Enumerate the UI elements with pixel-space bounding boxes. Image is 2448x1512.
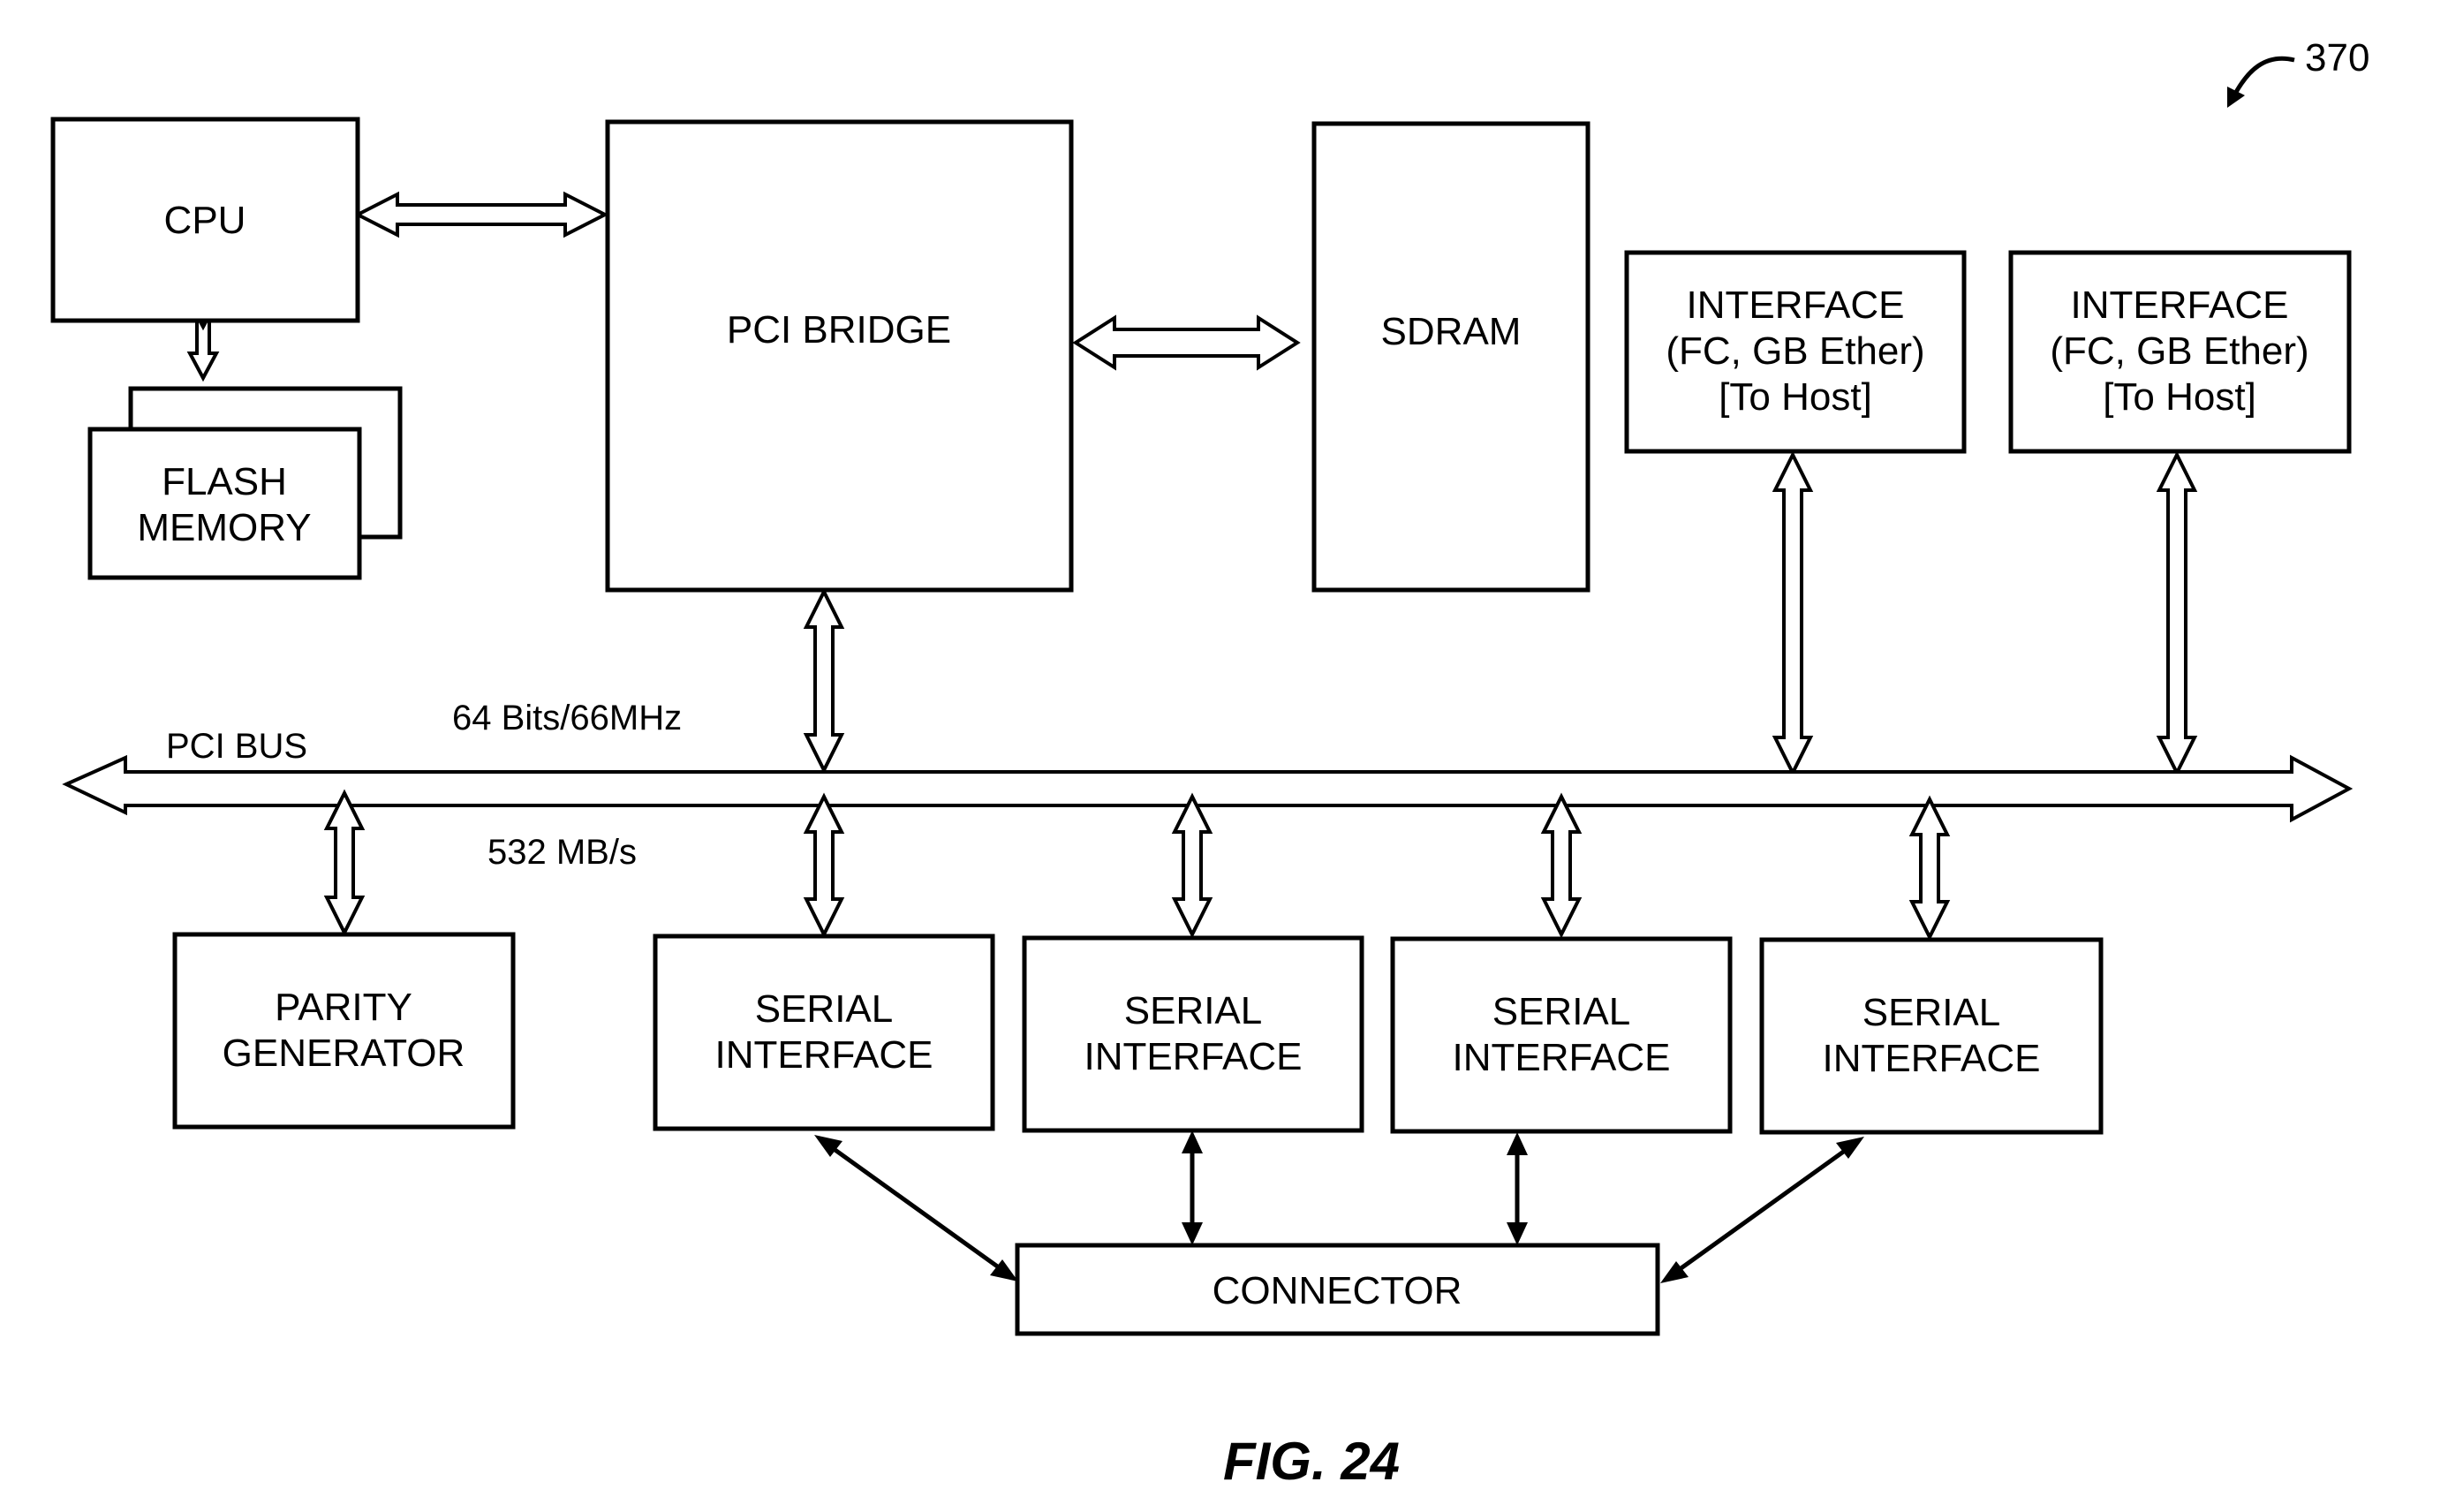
arrow-pci-bridge-sdram	[1072, 314, 1301, 371]
interface-block-1: INTERFACE (FC, GB Ether) [To Host]	[1624, 250, 1967, 454]
serial-interface-block-2: SERIAL INTERFACE	[1022, 935, 1364, 1133]
serial-interface-block-4: SERIAL INTERFACE	[1759, 937, 2104, 1135]
flash-memory-label-line-1: FLASH	[162, 460, 287, 503]
arrow-bus-serial-interface-1	[803, 792, 845, 939]
interface-2-label-line-2: (FC, GB Ether)	[2050, 329, 2308, 373]
cpu-label: CPU	[164, 199, 246, 242]
interface-block-2: INTERFACE (FC, GB Ether) [To Host]	[2008, 250, 2352, 454]
pci-bridge-block: PCI BRIDGE	[605, 119, 1074, 593]
serial-interface-3-label-line-1: SERIAL	[1492, 990, 1631, 1033]
connector-block: CONNECTOR	[1015, 1243, 1660, 1336]
interface-2-label-line-1: INTERFACE	[2071, 284, 2289, 327]
pci-bus-label: PCI BUS	[166, 727, 307, 766]
serial-interface-block-3: SERIAL INTERFACE	[1390, 936, 1733, 1134]
serial-interface-2-label-line-1: SERIAL	[1124, 989, 1263, 1032]
serial-interface-block-1: SERIAL INTERFACE	[653, 934, 995, 1131]
arrow-bus-parity-generator	[323, 789, 366, 937]
sdram-block: SDRAM	[1311, 121, 1590, 593]
arrow-bus-serial-interface-3	[1540, 792, 1583, 939]
arrow-serial-interface-1-connector	[814, 1135, 1018, 1281]
arrow-interface-1-bus	[1772, 450, 1814, 777]
arrow-serial-interface-3-connector	[1507, 1132, 1528, 1245]
reference-number: 370	[2305, 36, 2369, 79]
parity-generator-block: PARITY GENERATOR	[172, 932, 516, 1130]
bus-rate-label: 532 MB/s	[487, 833, 637, 872]
bus-width-label: 64 Bits/66MHz	[452, 699, 682, 737]
reference-leader-arrowhead	[2227, 87, 2245, 108]
arrow-serial-interface-4-connector	[1660, 1137, 1864, 1283]
pci-bus-arrow[interactable]	[62, 754, 2354, 823]
serial-interface-2-label-line-2: INTERFACE	[1084, 1035, 1303, 1078]
sdram-label: SDRAM	[1381, 310, 1522, 353]
pci-bridge-label: PCI BRIDGE	[727, 308, 951, 352]
parity-generator-label-line-1: PARITY	[275, 986, 412, 1029]
interface-2-label-line-3: [To Host]	[2103, 375, 2256, 419]
flash-memory-label-line-2: MEMORY	[137, 506, 311, 549]
figure-caption: FIG. 24	[1223, 1432, 1400, 1491]
serial-interface-4-label-line-2: INTERFACE	[1823, 1037, 2041, 1080]
flash-memory-block: FLASH MEMORY	[87, 427, 362, 580]
interface-1-label-line-1: INTERFACE	[1687, 284, 1905, 327]
arrow-interface-2-bus	[2156, 450, 2198, 777]
arrow-bus-serial-interface-4	[1908, 795, 1951, 941]
arrow-bus-serial-interface-2	[1171, 792, 1213, 939]
serial-interface-4-label-line-1: SERIAL	[1862, 991, 2001, 1034]
serial-interface-1-label-line-2: INTERFACE	[715, 1033, 933, 1077]
parity-generator-label-line-2: GENERATOR	[223, 1032, 465, 1075]
interface-1-label-line-2: (FC, GB Ether)	[1666, 329, 1924, 373]
cpu-block: CPU	[50, 117, 360, 323]
serial-interface-1-label-line-1: SERIAL	[755, 987, 894, 1031]
interface-1-label-line-3: [To Host]	[1719, 375, 1872, 419]
reference-leader-line	[2232, 56, 2295, 97]
arrow-serial-interface-2-connector	[1182, 1130, 1203, 1245]
arrow-pci-bridge-bus	[803, 587, 845, 775]
connector-label: CONNECTOR	[1213, 1269, 1462, 1312]
arrow-cpu-pci-bridge	[353, 191, 609, 238]
serial-interface-3-label-line-2: INTERFACE	[1453, 1036, 1671, 1079]
